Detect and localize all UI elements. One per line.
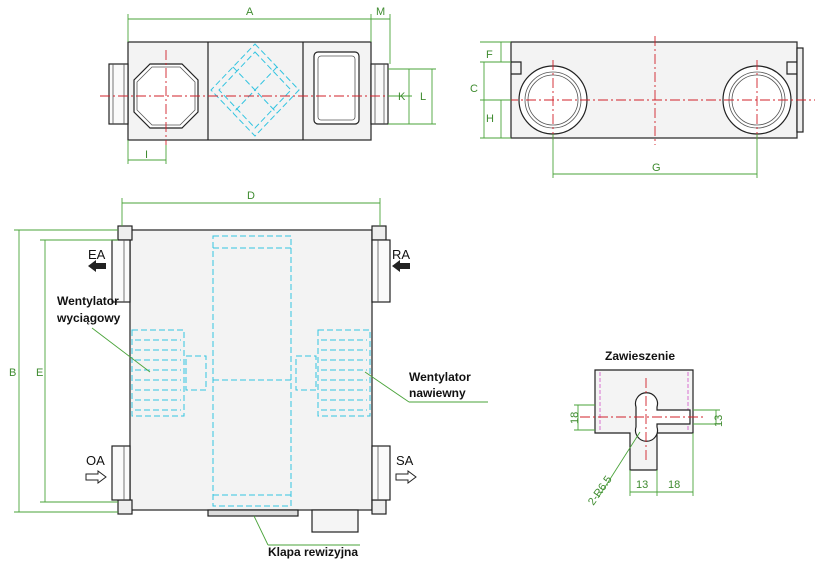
- front-right-duct: [370, 63, 389, 125]
- keyhole-slot: [634, 392, 691, 442]
- inspection-hatch-box: [311, 509, 359, 533]
- port-oa-label: OA: [86, 453, 105, 468]
- side-view: F C H G: [470, 36, 815, 178]
- duct-oa: [111, 445, 131, 501]
- dim-h-label: H: [486, 113, 494, 125]
- exhaust-fan-label-1: Wentylator: [57, 294, 119, 308]
- supply-fan-label-1: Wentylator: [409, 370, 471, 384]
- susp-dim-left: 18: [569, 412, 581, 424]
- port-sa-label: SA: [396, 453, 414, 468]
- dim-g-label: G: [652, 162, 661, 174]
- inspection-hatch-label: Klapa rewizyjna: [268, 545, 358, 559]
- motor-box: [313, 51, 360, 125]
- port-ea-label: EA: [88, 247, 106, 262]
- port-ra-label: RA: [392, 247, 410, 262]
- oa-arrow-icon: [85, 470, 107, 484]
- dim-f-label: F: [486, 49, 493, 61]
- suspension-detail: Zawieszenie 18 13 13 18 2-R6.5: [569, 349, 725, 508]
- dim-k-label: K: [398, 91, 406, 103]
- front-left-duct: [108, 63, 129, 125]
- dim-e-label: E: [36, 367, 43, 379]
- susp-hole-note: 2-R6.5: [586, 474, 615, 508]
- duct-ra: [371, 239, 391, 303]
- dim-m-label: M: [376, 6, 385, 18]
- dim-d-label: D: [247, 190, 255, 202]
- dim-i-label: I: [145, 149, 148, 161]
- hidden-core: [212, 235, 292, 507]
- supply-fan-label-2: nawiewny: [409, 386, 466, 400]
- plan-view: D B E EA RA OA SA Wentylator wyciągowy W…: [9, 190, 488, 559]
- exhaust-fan-hidden: [131, 329, 207, 417]
- susp-dim-bottom-a: 13: [636, 479, 648, 491]
- dim-a-label: A: [246, 6, 254, 18]
- ea-arrow-icon: [88, 260, 106, 272]
- ra-arrow-icon: [392, 260, 410, 272]
- susp-dim-right: 13: [713, 415, 725, 427]
- dim-c-label: C: [470, 83, 478, 95]
- suspension-title: Zawieszenie: [605, 349, 675, 363]
- dim-b-label: B: [9, 367, 16, 379]
- front-view: A M I K L: [100, 6, 436, 164]
- supply-fan-hidden: [295, 329, 371, 417]
- susp-dim-bottom-b: 18: [668, 479, 680, 491]
- duct-sa: [371, 445, 391, 501]
- sa-arrow-icon: [395, 470, 417, 484]
- exhaust-fan-label-2: wyciągowy: [56, 311, 121, 325]
- duct-ea: [111, 239, 131, 303]
- heat-exchanger-hidden: [210, 43, 300, 137]
- dim-l-label: L: [420, 91, 426, 103]
